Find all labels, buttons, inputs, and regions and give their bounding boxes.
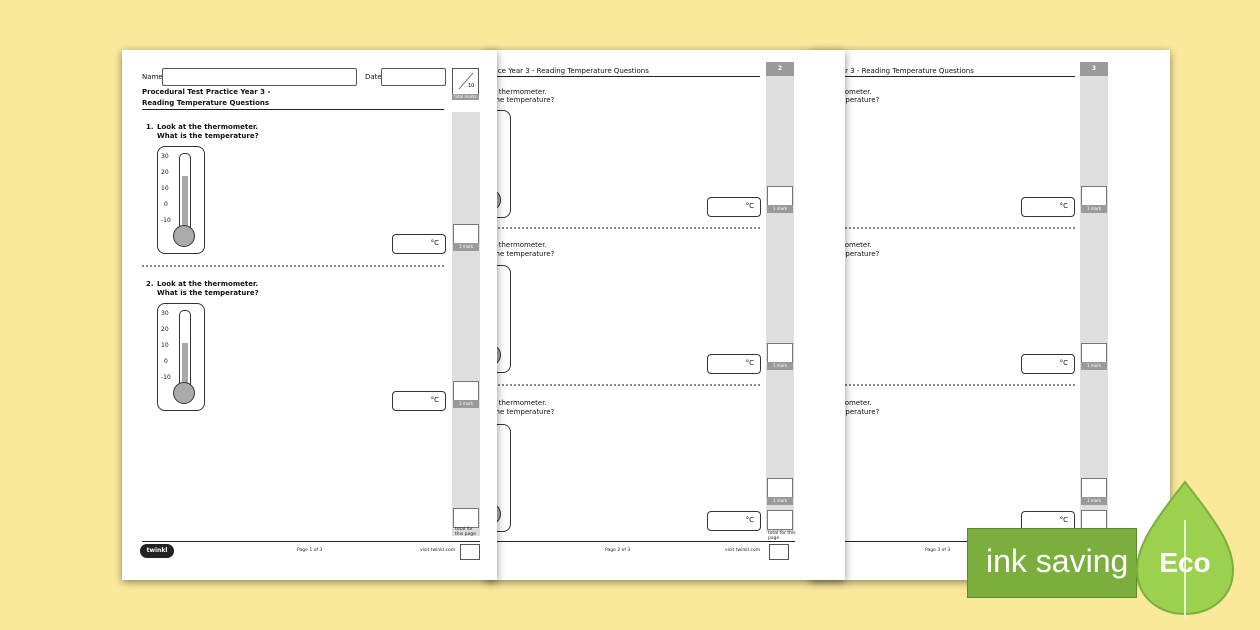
footer-page-number: Page 1 of 3 [297, 548, 323, 553]
tick-label: -10 [161, 217, 171, 224]
total-for-page-label: total for this page [768, 531, 796, 541]
thermometer: 30 20 10 0 -10 [157, 303, 205, 411]
tick-label: 10 [161, 185, 169, 192]
tick-label: 30 [161, 310, 169, 317]
answer-box[interactable]: °C [1021, 197, 1075, 217]
question-text: What is the temperature? [157, 132, 259, 140]
question-text: the thermometer. [485, 88, 547, 96]
question-text: is the temperature? [485, 250, 555, 258]
mark-box[interactable] [1081, 343, 1107, 363]
answer-box[interactable]: °C [392, 391, 446, 411]
mark-label: 1 mark [453, 400, 479, 408]
mark-label: 1 mark [453, 243, 479, 251]
tick-label: 20 [161, 326, 169, 333]
tick-label: 10 [161, 342, 169, 349]
question-number: 1. [146, 123, 154, 131]
mark-box[interactable] [453, 224, 479, 244]
question-number: 2. [146, 280, 154, 288]
total-box[interactable] [1081, 510, 1107, 530]
twinkl-logo: twinkl [140, 544, 174, 558]
tick-label: 30 [161, 153, 169, 160]
page-header-title: actice Year 3 - Reading Temperature Ques… [810, 67, 974, 75]
mark-label: 1 mark [1081, 497, 1107, 505]
worksheet-page-2: actice Year 3 - Reading Temperature Ques… [485, 50, 845, 580]
page-number: 2 [766, 62, 794, 76]
total-marks-box[interactable]: 10 [452, 68, 479, 95]
total-marks-value: 10 [468, 83, 475, 89]
mark-box[interactable] [767, 186, 793, 206]
mark-label: 1 mark [767, 205, 793, 213]
answer-box[interactable]: °C [707, 354, 761, 374]
worksheet-page-3: actice Year 3 - Reading Temperature Ques… [810, 50, 1170, 580]
date-field[interactable] [381, 68, 446, 86]
checked-stamp-icon [460, 544, 480, 560]
answer-box[interactable]: °C [707, 511, 761, 531]
question-text: the thermometer. [485, 241, 547, 249]
name-label: Name [142, 73, 163, 81]
question-text: Look at the thermometer. [157, 123, 259, 131]
total-box[interactable] [453, 508, 479, 528]
marks-column [766, 62, 794, 532]
worksheet-page-1: Name Date 10 total marks Procedural Test… [122, 50, 497, 580]
question-text: the thermometer. [485, 399, 547, 407]
question-text: is the temperature? [485, 408, 555, 416]
mark-box[interactable] [767, 478, 793, 498]
mark-label: 1 mark [1081, 205, 1107, 213]
marks-column [1080, 62, 1108, 532]
date-label: Date [365, 73, 382, 81]
mark-label: 1 mark [1081, 362, 1107, 370]
ink-saving-badge: ink saving [967, 528, 1137, 598]
tick-label: 0 [164, 201, 168, 208]
fraction-slash-icon [458, 72, 474, 90]
total-box[interactable] [767, 510, 793, 530]
page-number: 3 [1080, 62, 1108, 76]
eco-leaf-icon: Eco [1135, 480, 1235, 618]
thermometer: 30 20 10 0 -10 [157, 146, 205, 254]
mark-box[interactable] [767, 343, 793, 363]
marks-column [452, 112, 480, 536]
mark-box[interactable] [1081, 186, 1107, 206]
answer-box[interactable]: °C [707, 197, 761, 217]
total-for-page-label: total for this page [455, 527, 476, 537]
mark-label: 1 mark [767, 362, 793, 370]
question-text: Look at the thermometer. [157, 280, 259, 288]
footer-page-number: Page 2 of 3 [605, 548, 631, 553]
mark-label: 1 mark [767, 497, 793, 505]
answer-box[interactable]: °C [1021, 354, 1075, 374]
tick-label: 20 [161, 169, 169, 176]
footer-url[interactable]: visit twinkl.com [420, 548, 456, 553]
eco-leaf-text: Eco [1159, 547, 1210, 578]
footer-url[interactable]: visit twinkl.com [725, 548, 761, 553]
tick-label: -10 [161, 374, 171, 381]
worksheet-subtitle: Reading Temperature Questions [142, 99, 270, 107]
name-field[interactable] [162, 68, 357, 86]
answer-box[interactable]: °C [392, 234, 446, 254]
mark-box[interactable] [1081, 478, 1107, 498]
worksheet-title: Procedural Test Practice Year 3 - [142, 88, 271, 96]
page-header-title: actice Year 3 - Reading Temperature Ques… [485, 67, 649, 75]
tick-label: 0 [164, 358, 168, 365]
question-text: is the temperature? [485, 96, 555, 104]
mark-box[interactable] [453, 381, 479, 401]
checked-stamp-icon [769, 544, 789, 560]
question-text: What is the temperature? [157, 289, 259, 297]
total-marks-label: total marks [452, 94, 479, 100]
ink-saving-text: ink saving [986, 543, 1129, 579]
footer-page-number: Page 3 of 3 [925, 548, 951, 553]
